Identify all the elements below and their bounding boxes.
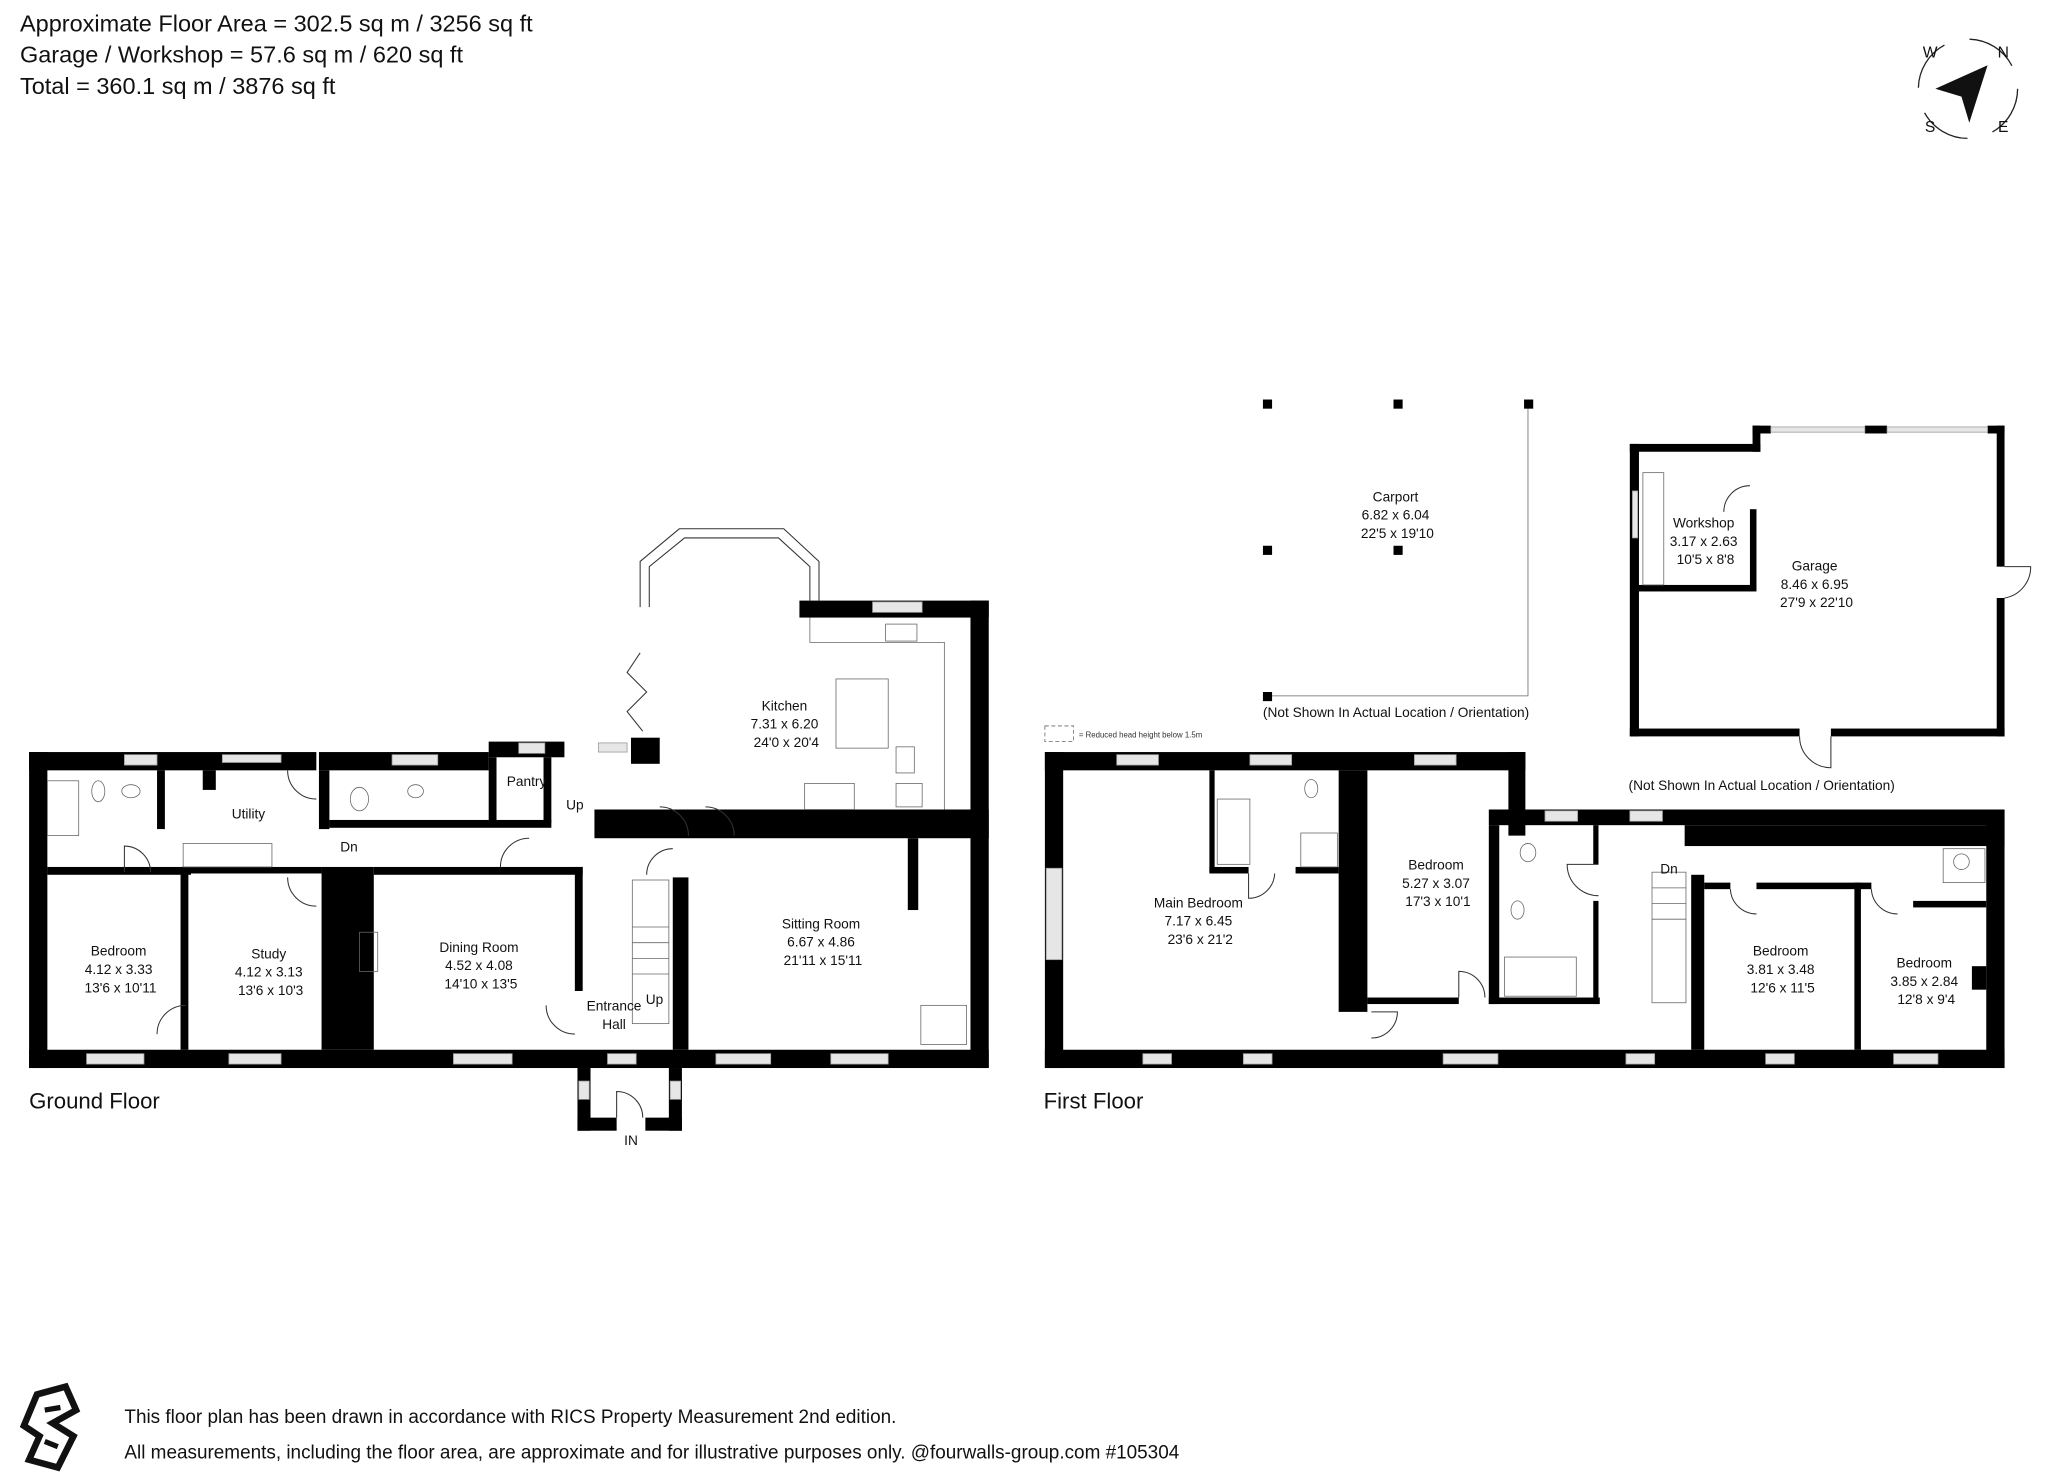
ff-room-main-bedroom: Main Bedroom 7.17 x 6.45 23'6 x 21'2 — [1154, 895, 1247, 947]
ff-room-bedroom-3: Bedroom 3.81 x 3.48 12'6 x 11'5 — [1747, 944, 1819, 996]
gf-room-study: Study 4.12 x 3.13 13'6 x 10'3 — [235, 946, 307, 998]
gf-room-pantry: Pantry — [507, 774, 547, 789]
ground-floor-labels: Bedroom 4.12 x 3.33 13'6 x 10'11 Study 4… — [29, 698, 864, 1148]
gf-dn: Dn — [340, 839, 358, 854]
compass-icon: W N S E — [1917, 38, 2019, 140]
compass-s: S — [1925, 119, 1935, 136]
gf-entrance-hall-2: Hall — [602, 1017, 626, 1032]
garage-note: (Not Shown In Actual Location / Orientat… — [1629, 778, 1895, 793]
first-floor-label: First Floor — [1044, 1089, 1144, 1114]
compass-n: N — [1998, 44, 2009, 61]
area-line-1: Approximate Floor Area = 302.5 sq m / 32… — [20, 10, 533, 36]
area-line-2: Garage / Workshop = 57.6 sq m / 620 sq f… — [20, 42, 464, 68]
carport-label: Carport 6.82 x 6.04 22'5 x 19'10 — [1361, 489, 1434, 541]
garage-plan: Workshop 3.17 x 2.63 10'5 x 8'8 Garage 8… — [1629, 425, 2032, 793]
gf-up-pantry: Up — [566, 798, 584, 813]
ground-floor-label: Ground Floor — [29, 1089, 160, 1114]
garage-label: Garage 8.46 x 6.95 27'9 x 22'10 — [1780, 559, 1853, 611]
gf-room-dining: Dining Room 4.52 x 4.08 14'10 x 13'5 — [439, 940, 522, 992]
compass-e: E — [1998, 119, 2008, 136]
gf-room-sitting: Sitting Room 6.67 x 4.86 21'11 x 15'11 — [782, 916, 864, 968]
area-line-3: Total = 360.1 sq m / 3876 sq ft — [20, 73, 336, 99]
gf-in: IN — [624, 1133, 638, 1148]
first-floor-labels: Main Bedroom 7.17 x 6.45 23'6 x 21'2 Bed… — [1044, 731, 1962, 1114]
head-height-legend: = Reduced head height below 1.5m — [1079, 731, 1202, 740]
carport-plan: Carport 6.82 x 6.04 22'5 x 19'10 (Not Sh… — [1262, 399, 1534, 720]
ff-room-bedroom-2: Bedroom 5.27 x 3.07 17'3 x 10'1 — [1402, 858, 1474, 910]
footer-line-1: This floor plan has been drawn in accord… — [124, 1407, 896, 1428]
gf-room-kitchen: Kitchen 7.31 x 6.20 24'0 x 20'4 — [751, 698, 823, 750]
gf-up-hall: Up — [646, 992, 664, 1007]
area-summary: Approximate Floor Area = 302.5 sq m / 32… — [20, 10, 533, 99]
workshop-label: Workshop 3.17 x 2.63 10'5 x 8'8 — [1670, 515, 1742, 567]
gf-room-utility: Utility — [232, 807, 266, 822]
ff-room-bedroom-4: Bedroom 3.85 x 2.84 12'8 x 9'4 — [1890, 955, 1962, 1007]
gf-room-bedroom: Bedroom 4.12 x 3.33 13'6 x 10'11 — [85, 944, 157, 996]
fourwalls-logo — [19, 1382, 81, 1472]
gf-entrance-hall-1: Entrance — [587, 999, 642, 1014]
carport-note: (Not Shown In Actual Location / Orientat… — [1263, 705, 1529, 720]
ground-floor-plan — [29, 528, 989, 1131]
footer-line-2: All measurements, including the floor ar… — [124, 1442, 1179, 1463]
first-floor-plan — [1044, 725, 2005, 1069]
compass-w: W — [1923, 44, 1938, 61]
ff-dn: Dn — [1660, 861, 1677, 876]
